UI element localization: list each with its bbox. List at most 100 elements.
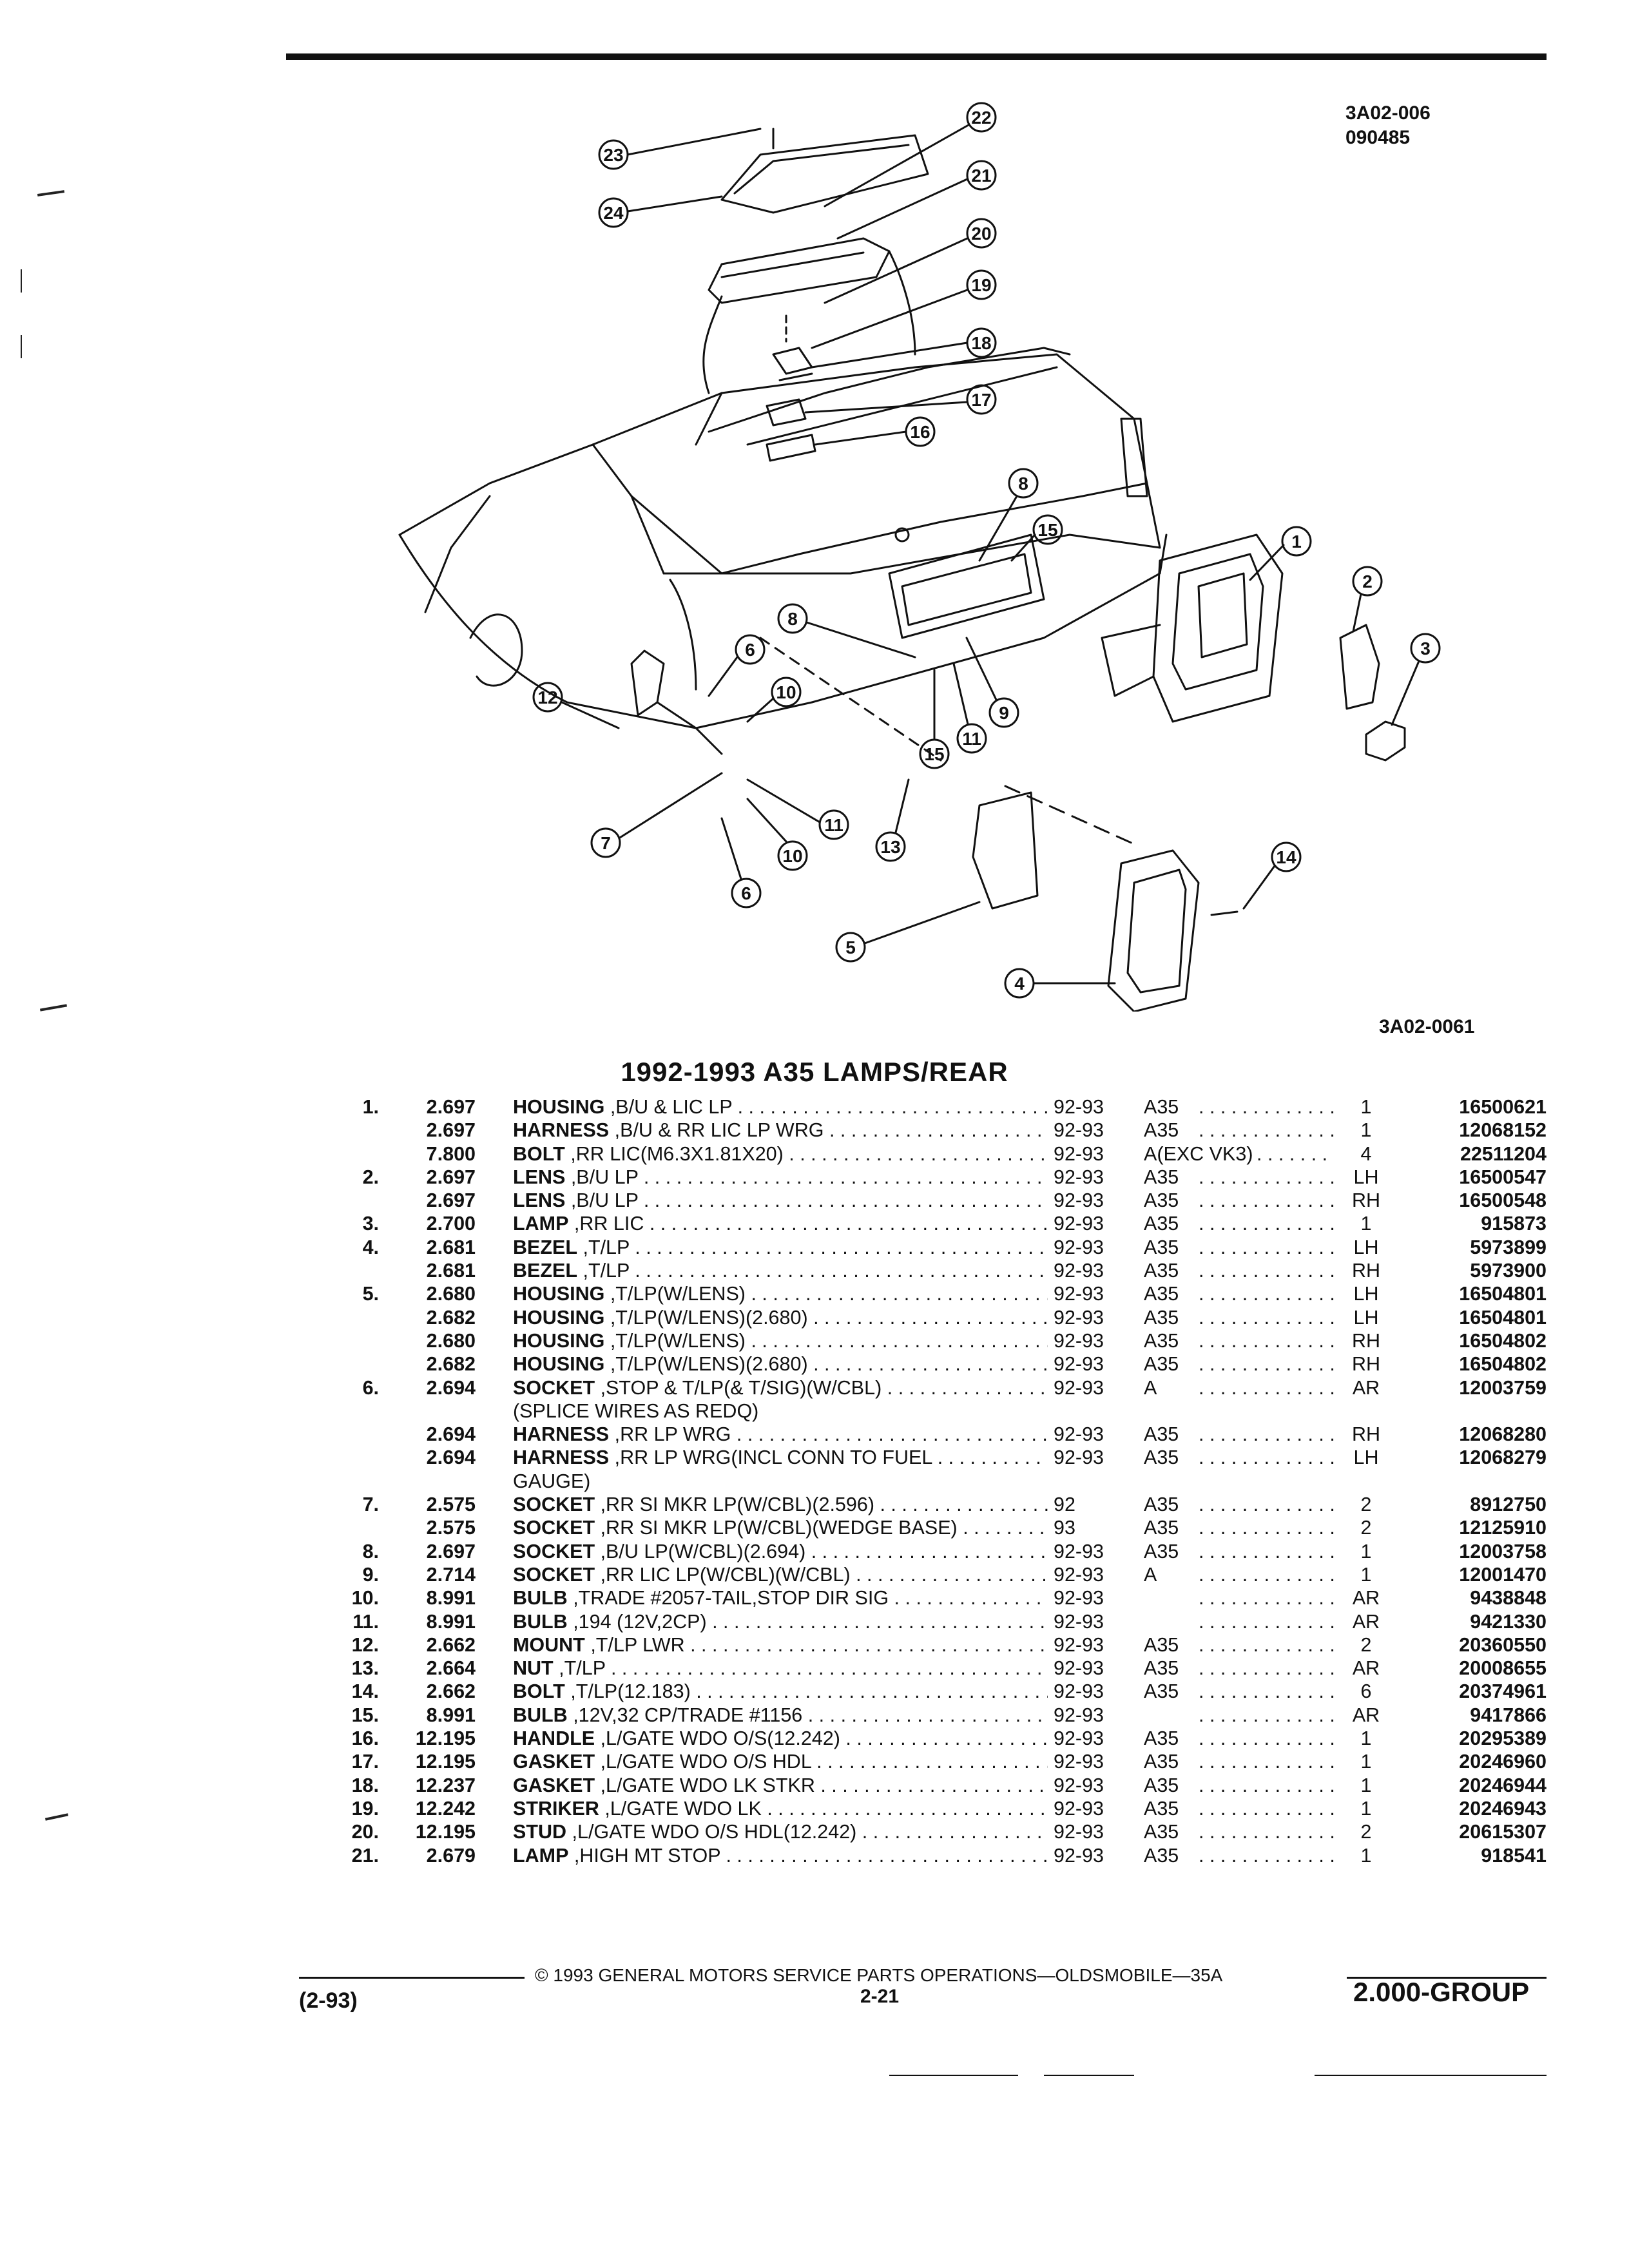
group-number: 2.680 — [426, 1329, 476, 1352]
leader-dots: . . . . . . . . . . . . . . . . . . . . … — [789, 1142, 1048, 1165]
leader-dots: . . . . . . . . . . . . . . . . . . . . — [1199, 1633, 1334, 1656]
leader-dots: . . . . . . . . . . . . . . . . . . . . … — [829, 1119, 1048, 1142]
part-description: SOCKET ,RR LIC LP(W/CBL)(W/CBL) . . . . … — [513, 1563, 1048, 1586]
leader-dots: . . . . . . . . . . . . . . . . . . . . — [1199, 1260, 1334, 1282]
model-years: 92-93 — [1054, 1727, 1104, 1750]
callout-8b: 8 — [777, 603, 916, 658]
leader-dots: . . . . . . . . . . . . . . . . . . . . … — [887, 1376, 1048, 1399]
quantity: 1 — [1360, 1774, 1372, 1796]
leader-dots: . . . . . . . . . . . . . . . . . . . . — [1199, 1376, 1334, 1399]
model-years: 92-93 — [1054, 1423, 1104, 1446]
part-number: 16504802 — [1459, 1329, 1547, 1352]
model-years: 92-93 — [1054, 1633, 1104, 1656]
callout-4: 4 — [1004, 968, 1116, 999]
group-number: 2.682 — [426, 1353, 476, 1376]
model-years: 93 — [1054, 1517, 1075, 1539]
part-detail: ,RR LIC — [574, 1213, 644, 1235]
part-detail: (SPLICE WIRES AS REDQ) — [513, 1399, 759, 1422]
leader-dots: . . . . . . . . . . . . . . . . . . . . … — [937, 1446, 1048, 1469]
margin-mark — [37, 190, 65, 197]
item-number: 21. — [351, 1844, 379, 1867]
part-number: 8912750 — [1470, 1494, 1547, 1516]
group-number: 2.697 — [426, 1096, 476, 1118]
part-noun: HOUSING — [513, 1306, 605, 1329]
leader-dots: . . . . . . . . . . . . . . . . . . . . … — [736, 1423, 1048, 1446]
callout-11b: 11 — [746, 778, 849, 840]
usage-code: A35 — [1144, 1260, 1179, 1282]
usage-code: A35 — [1144, 1236, 1179, 1258]
quantity: AR — [1352, 1376, 1380, 1399]
usage-code: A — [1144, 1376, 1157, 1399]
part-description: BULB ,194 (12V,2CP) . . . . . . . . . . … — [513, 1610, 1048, 1633]
callout-24: 24 — [598, 195, 723, 228]
part-description: HOUSING ,T/LP(W/LENS) . . . . . . . . . … — [513, 1282, 1048, 1305]
part-number: 20246944 — [1459, 1774, 1547, 1796]
model-years: 92-93 — [1054, 1751, 1104, 1773]
usage-code: A35 — [1144, 1283, 1179, 1305]
svg-text:9: 9 — [999, 703, 1009, 723]
leader-dots: . . . . . . . . . . . . . . . . . . . . — [1199, 1166, 1334, 1188]
part-description: HARNESS ,RR LP WRG(INCL CONN TO FUEL . .… — [513, 1446, 1048, 1469]
item-number: 15. — [351, 1704, 379, 1726]
callout-11a: 11 — [952, 662, 987, 754]
part-noun: BOLT — [513, 1142, 565, 1165]
group-number: 2.662 — [426, 1680, 476, 1703]
part-description: SOCKET ,RR SI MKR LP(W/CBL)(2.596) . . .… — [513, 1493, 1048, 1516]
part-description: BOLT ,T/LP(12.183) . . . . . . . . . . .… — [513, 1680, 1048, 1703]
svg-text:4: 4 — [1014, 974, 1025, 994]
part-noun: LAMP — [513, 1844, 569, 1867]
usage-code: A35 — [1144, 1727, 1179, 1750]
part-number: 16504802 — [1459, 1353, 1547, 1376]
svg-text:18: 18 — [971, 333, 991, 353]
leader-dots: . . . . . . . . . . . . . . . . . . . . — [1199, 1119, 1334, 1142]
part-noun: GASKET — [513, 1751, 595, 1773]
group-number: 2.694 — [426, 1446, 476, 1469]
quantity: 1 — [1360, 1727, 1372, 1750]
footer-copyright: © 1993 GENERAL MOTORS SERVICE PARTS OPER… — [535, 1965, 1223, 1985]
part-description: GASKET ,L/GATE WDO O/S HDL . . . . . . .… — [513, 1750, 1048, 1773]
item-number: 12. — [351, 1633, 379, 1656]
leader-dots: . . . . . . . . . . . . . . . . . . . . — [1199, 1213, 1334, 1235]
ref-code-bottom: 3A02-0061 — [1379, 1016, 1475, 1037]
part-noun: NUT — [513, 1657, 554, 1680]
part-detail: ,194 (12V,2CP) — [573, 1610, 707, 1633]
exploded-parts-diagram: 22 23 21 24 20 19 18 17 16 8 15 1 2 3 8 … — [398, 102, 1441, 1012]
svg-text:11: 11 — [962, 729, 981, 749]
part-number: 16504801 — [1459, 1306, 1547, 1329]
leader-dots: . . . . . . . . . . . . . . . . . . . . — [1199, 1657, 1334, 1680]
part-noun: LENS — [513, 1189, 566, 1212]
leader-dots: . . . . . . . . . . . . . . . . . . . . … — [726, 1844, 1048, 1867]
item-number: 16. — [351, 1727, 379, 1750]
part-noun: LENS — [513, 1166, 566, 1188]
part-number: 9438848 — [1470, 1587, 1547, 1610]
item-number: 10. — [351, 1587, 379, 1610]
group-number: 8.991 — [426, 1704, 476, 1726]
leader-dots: . . . . . . . . . . . . . . . . . . . . … — [894, 1587, 1048, 1610]
item-number: 5. — [362, 1283, 379, 1305]
model-years: 92-93 — [1054, 1213, 1104, 1235]
part-noun: SOCKET — [513, 1563, 595, 1586]
model-years: 92-93 — [1054, 1797, 1104, 1820]
quantity: 1 — [1360, 1096, 1372, 1118]
leader-dots: . . . . . . . . . . . . . . . . . . . . — [1199, 1283, 1334, 1305]
svg-text:17: 17 — [971, 390, 991, 410]
leader-dots: . . . . . . . . . . . . . . . . . . . . … — [751, 1329, 1048, 1352]
part-number: 12068152 — [1459, 1119, 1547, 1142]
footer-date: (2-93) — [299, 1988, 358, 2013]
part-detail: ,HIGH MT STOP — [574, 1844, 721, 1867]
part-detail: ,B/U LP(W/CBL)(2.694) — [600, 1540, 806, 1562]
model-years: 92-93 — [1054, 1587, 1104, 1610]
part-detail: GAUGE) — [513, 1470, 591, 1492]
quantity: 1 — [1360, 1563, 1372, 1586]
part-description: HARNESS ,B/U & RR LIC LP WRG . . . . . .… — [513, 1119, 1048, 1142]
quantity: AR — [1352, 1704, 1380, 1726]
group-number: 12.195 — [415, 1821, 476, 1843]
